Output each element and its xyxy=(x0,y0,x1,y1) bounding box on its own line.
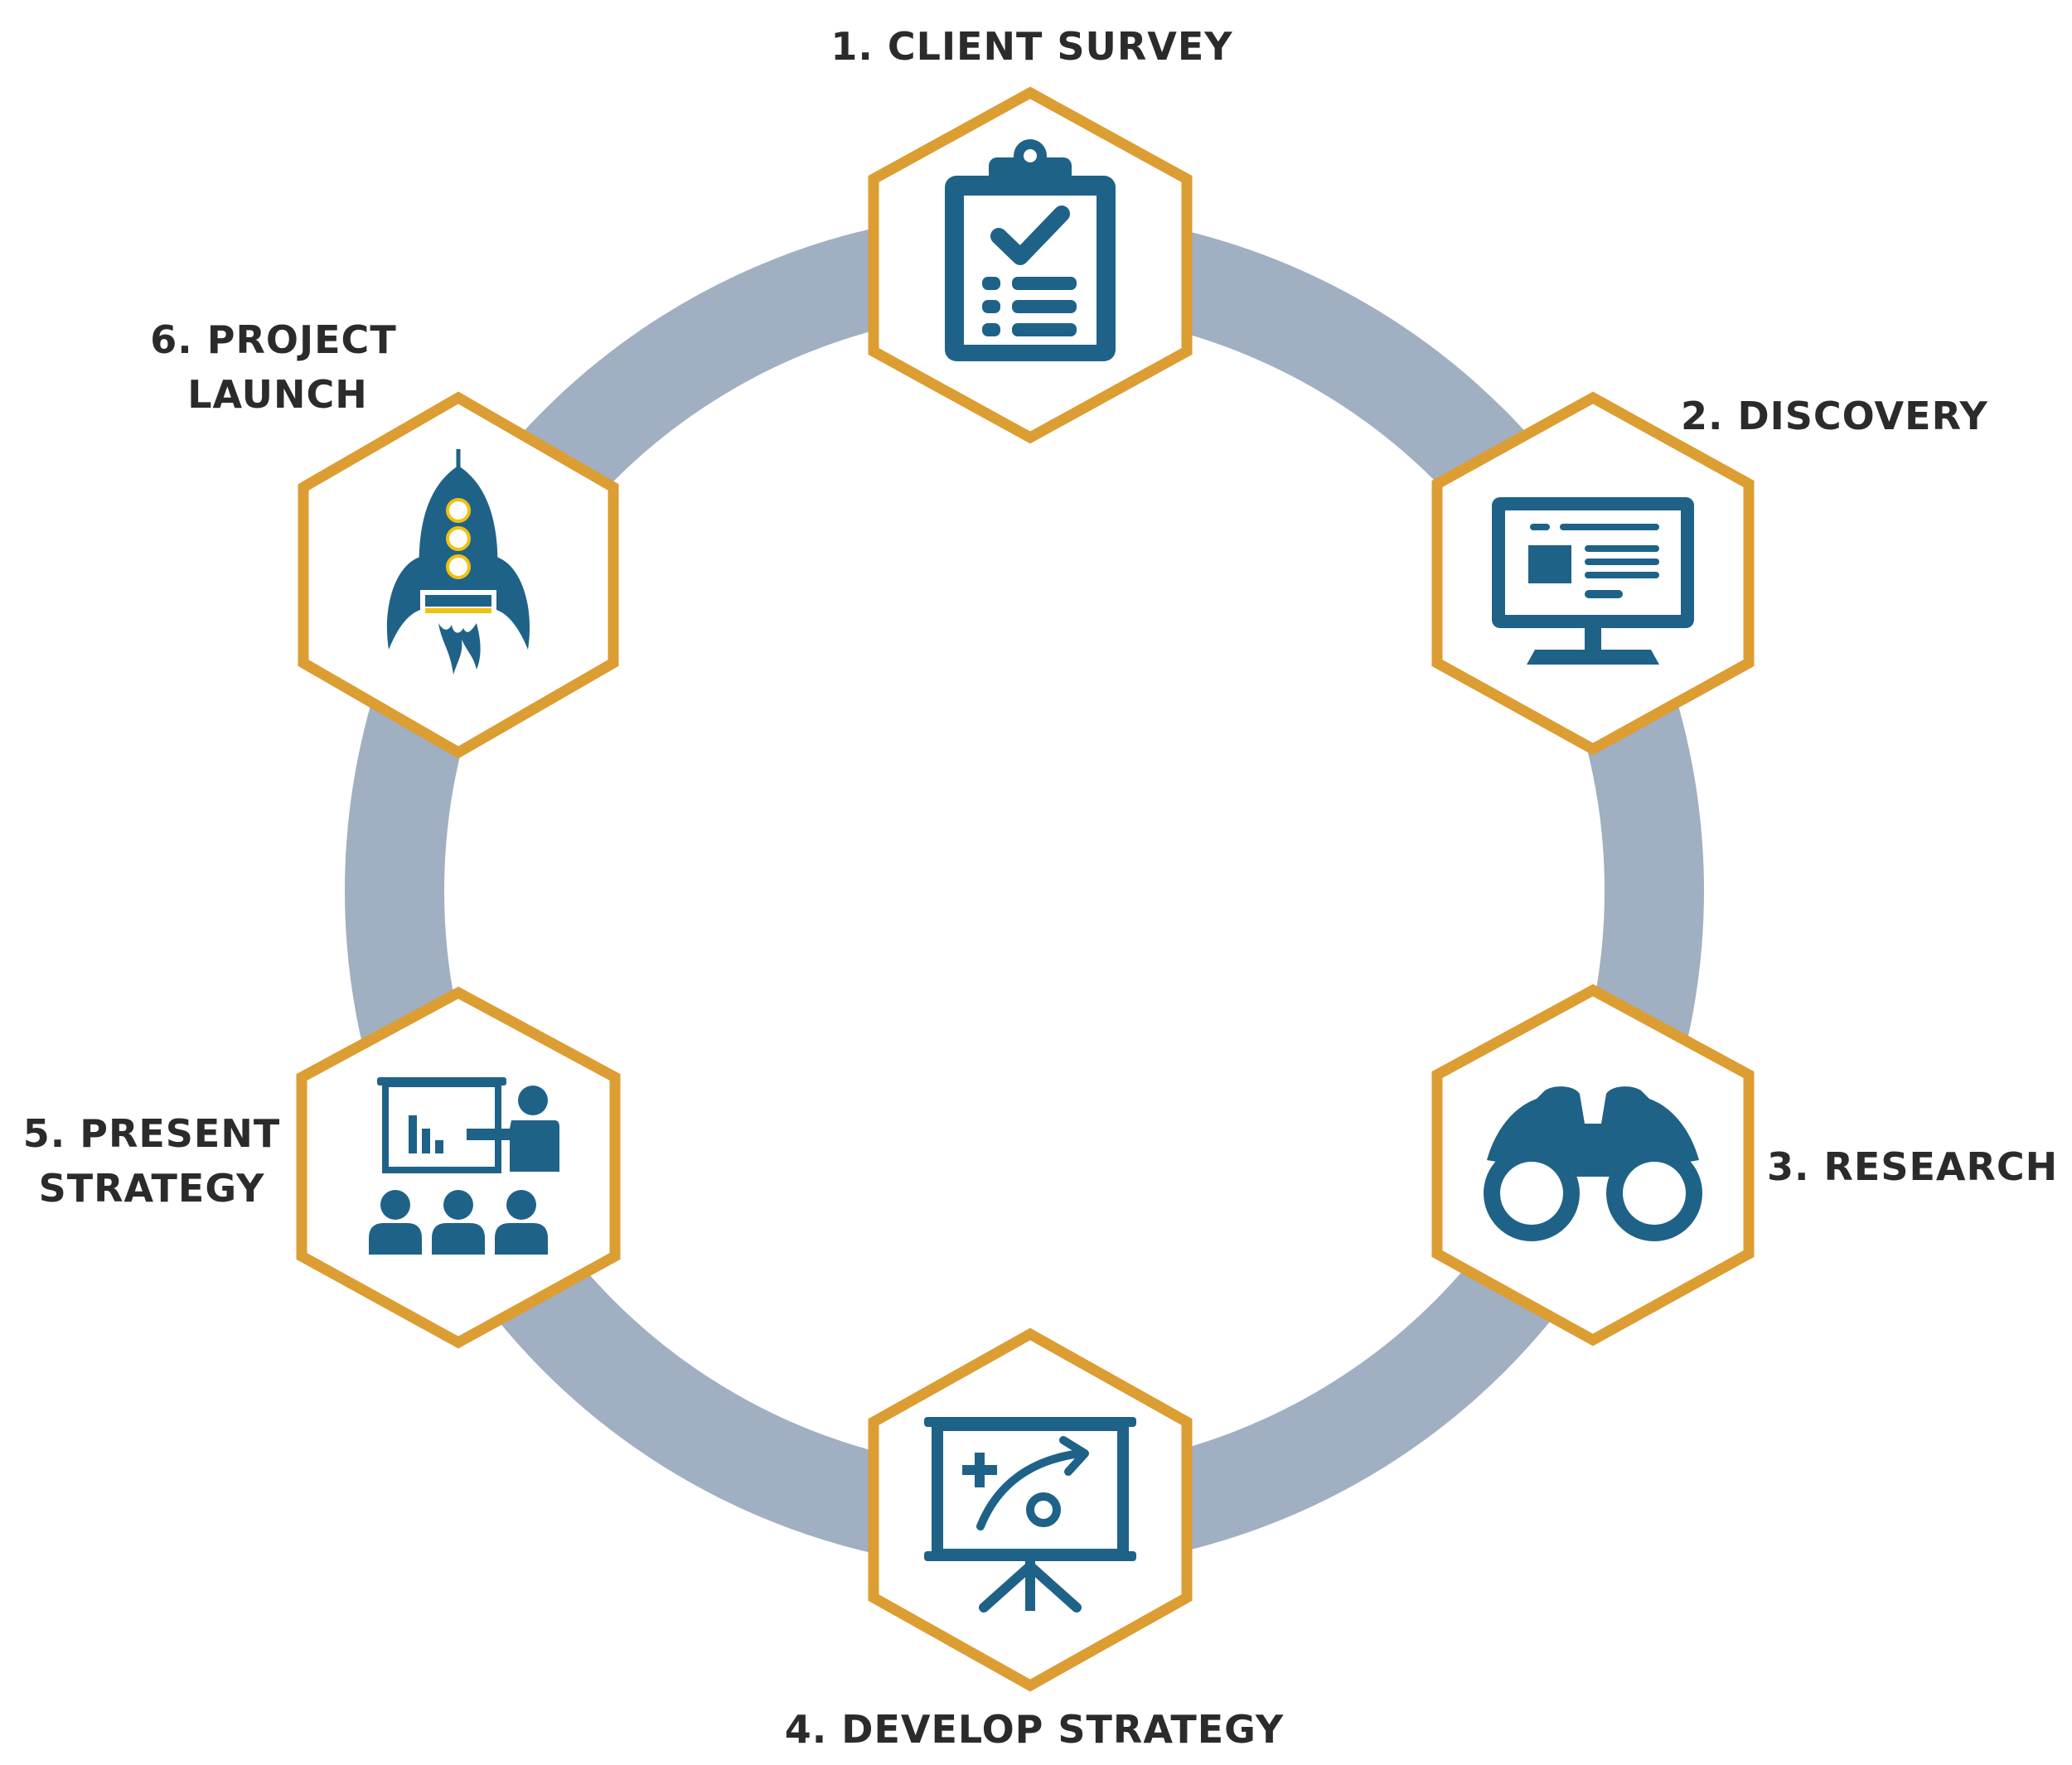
step-1-label: 1. CLIENT SURVEY xyxy=(830,24,1232,69)
step-5-label-line-2: STRATEGY xyxy=(39,1166,265,1211)
step-5-present-strategy: 5. PRESENT STRATEGY xyxy=(23,986,621,1349)
clipboard-checklist-icon xyxy=(945,139,1116,361)
computer-monitor-icon xyxy=(1492,497,1694,665)
step-2-discovery: 2. DISCOVERY xyxy=(1431,391,1988,756)
step-6-label-line-1: 6. PROJECT xyxy=(150,317,396,362)
step-3-label: 3. RESEARCH xyxy=(1767,1144,2058,1189)
step-4-label: 4. DEVELOP STRATEGY xyxy=(785,1707,1284,1752)
rocket-icon xyxy=(386,449,530,675)
strategy-board-icon xyxy=(924,1417,1136,1613)
step-6-label-line-2: LAUNCH xyxy=(187,372,368,417)
step-5-label-line-1: 5. PRESENT xyxy=(23,1111,280,1156)
step-4-develop-strategy: 4. DEVELOP STRATEGY xyxy=(785,1327,1284,1752)
step-2-label: 2. DISCOVERY xyxy=(1681,394,1988,438)
step-1-client-survey: 1. CLIENT SURVEY xyxy=(830,24,1232,444)
binoculars-icon xyxy=(1484,1086,1702,1241)
step-3-research: 3. RESEARCH xyxy=(1431,984,2058,1347)
step-6-project-launch: 6. PROJECT LAUNCH xyxy=(150,317,619,759)
presentation-audience-icon xyxy=(369,1077,559,1255)
